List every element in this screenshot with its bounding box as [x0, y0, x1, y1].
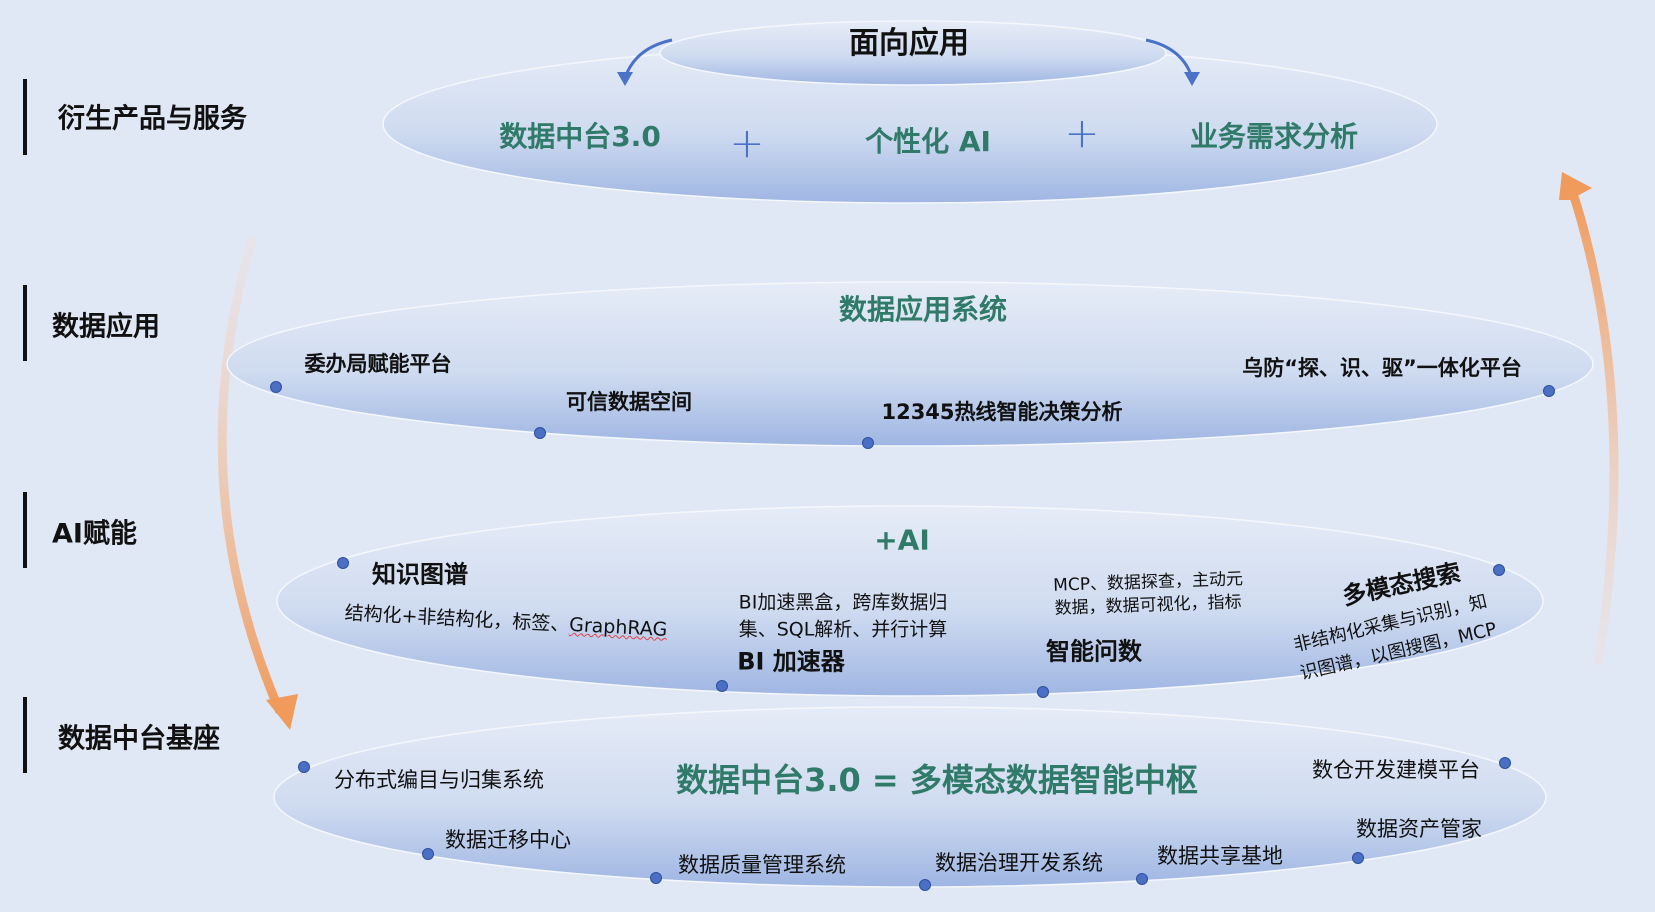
heading-ellipse [659, 20, 1167, 86]
top-item: 个性化 AI [865, 125, 991, 158]
arrow-head-up [1559, 172, 1592, 200]
layer-label-base: 数据中台基座 [58, 723, 220, 755]
app-item: 乌防“探、识、驱”一体化平台 [1242, 356, 1522, 380]
layer-label-ai: AI赋能 [52, 518, 137, 550]
kg-name: 知识图谱 [372, 560, 468, 589]
bullet-dot [716, 680, 728, 692]
arrow-head-down [266, 694, 298, 730]
bullet-dot [270, 381, 282, 393]
bullet-dot [298, 761, 310, 773]
layer-label-apps: 数据应用 [52, 311, 160, 343]
bullet-dot [1037, 686, 1049, 698]
bullet-dot [1493, 564, 1505, 576]
top-item: 数据中台3.0 [499, 120, 661, 153]
apps-title: 数据应用系统 [838, 293, 1008, 326]
top-item: 业务需求分析 [1189, 120, 1359, 153]
base-item: 数据资产管家 [1356, 817, 1482, 841]
bullet-dot [422, 848, 434, 860]
app-item: 委办局赋能平台 [304, 352, 452, 376]
bullet-dot [1499, 757, 1511, 769]
bullet-dot [919, 879, 931, 891]
base-item: 数据质量管理系统 [678, 853, 846, 877]
bi-name: BI 加速器 [737, 647, 845, 676]
ai-ellipse [276, 505, 1544, 697]
base-item: 数据治理开发系统 [935, 851, 1103, 875]
base-item: 数据迁移中心 [445, 828, 571, 852]
top-heading: 面向应用 [849, 26, 969, 61]
bullet-dot [337, 557, 349, 569]
kg-desc-term: GraphRAG [568, 613, 668, 641]
bi-desc: 集、SQL解析、并行计算 [738, 618, 948, 641]
layer-divider [23, 492, 27, 568]
bullet-dot [862, 437, 874, 449]
base-item: 分布式编目与归集系统 [334, 768, 544, 792]
ai-title: +AI [874, 523, 930, 557]
layer-label-derived: 衍生产品与服务 [58, 103, 247, 135]
plus-icon: + [1064, 108, 1100, 158]
layer-divider [23, 697, 27, 773]
base-item: 数据共享基地 [1157, 844, 1283, 868]
base-item: 数仓开发建模平台 [1312, 758, 1480, 782]
app-item: 12345热线智能决策分析 [881, 400, 1123, 424]
plus-icon: + [729, 118, 765, 168]
bullet-dot [1352, 852, 1364, 864]
bullet-dot [534, 427, 546, 439]
apps-ellipse [226, 281, 1594, 447]
qa-name: 智能问数 [1046, 637, 1142, 666]
layer-divider [23, 79, 27, 155]
bullet-dot [1543, 385, 1555, 397]
app-item: 可信数据空间 [566, 390, 692, 414]
flow-arrow-down [217, 235, 285, 714]
base-title: 数据中台3.0 = 多模态数据智能中枢 [676, 761, 1198, 799]
flow-arrow-up [1567, 188, 1619, 666]
base-ellipse [273, 706, 1547, 888]
bullet-dot [650, 872, 662, 884]
layer-divider [23, 285, 27, 361]
bi-desc: BI加速黑盒，跨库数据归 [738, 591, 948, 614]
bullet-dot [1136, 873, 1148, 885]
